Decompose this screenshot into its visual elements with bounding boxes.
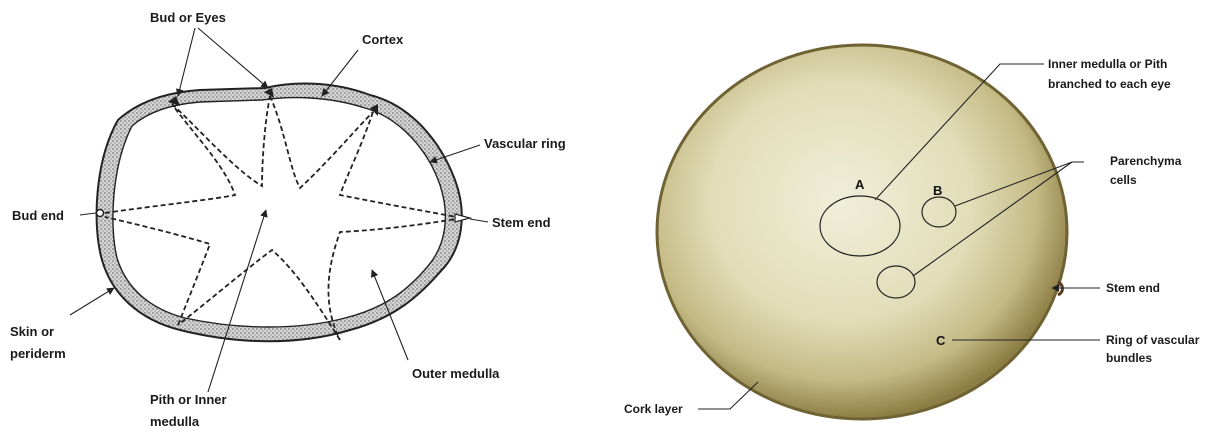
leader-bud-eyes-1 xyxy=(178,28,195,96)
tuber-slice xyxy=(657,45,1067,419)
label-cork-layer: Cork layer xyxy=(624,402,683,416)
label-outer-medulla: Outer medulla xyxy=(412,366,500,381)
label-skin-2: periderm xyxy=(10,346,66,361)
marker-c: C xyxy=(936,333,946,348)
tuber-diagram: Bud or Eyes Cortex Vascular ring Bud end… xyxy=(10,10,566,429)
label-inner-medulla-1: Inner medulla or Pith xyxy=(1048,57,1167,71)
label-stem-end: Stem end xyxy=(492,215,551,230)
label-bud-or-eyes: Bud or Eyes xyxy=(150,10,226,25)
label-ring-vascular-2: bundles xyxy=(1106,351,1152,365)
label-bud-end: Bud end xyxy=(12,208,64,223)
label-skin-1: Skin or xyxy=(10,324,54,339)
vascular-ring-outline xyxy=(113,98,445,327)
label-stem-end-photo: Stem end xyxy=(1106,281,1160,295)
label-ring-vascular-1: Ring of vascular xyxy=(1106,333,1200,347)
label-vascular-ring: Vascular ring xyxy=(484,136,566,151)
leader-skin xyxy=(70,288,114,315)
label-cortex: Cortex xyxy=(362,32,404,47)
bud-end-eye xyxy=(97,210,104,217)
leader-bud-eyes-2 xyxy=(198,28,268,88)
tuber-photo: A B C Inner medulla or Pith branched to … xyxy=(624,45,1200,419)
leader-bud-end xyxy=(80,213,96,215)
label-parenchyma-2: cells xyxy=(1110,173,1137,187)
leader-stem-end xyxy=(470,219,488,222)
marker-a: A xyxy=(855,177,865,192)
marker-b: B xyxy=(933,183,942,198)
label-pith-1: Pith or Inner xyxy=(150,392,227,407)
label-parenchyma-1: Parenchyma xyxy=(1110,154,1182,168)
label-pith-2: medulla xyxy=(150,414,200,429)
label-inner-medulla-2: branched to each eye xyxy=(1048,77,1171,91)
